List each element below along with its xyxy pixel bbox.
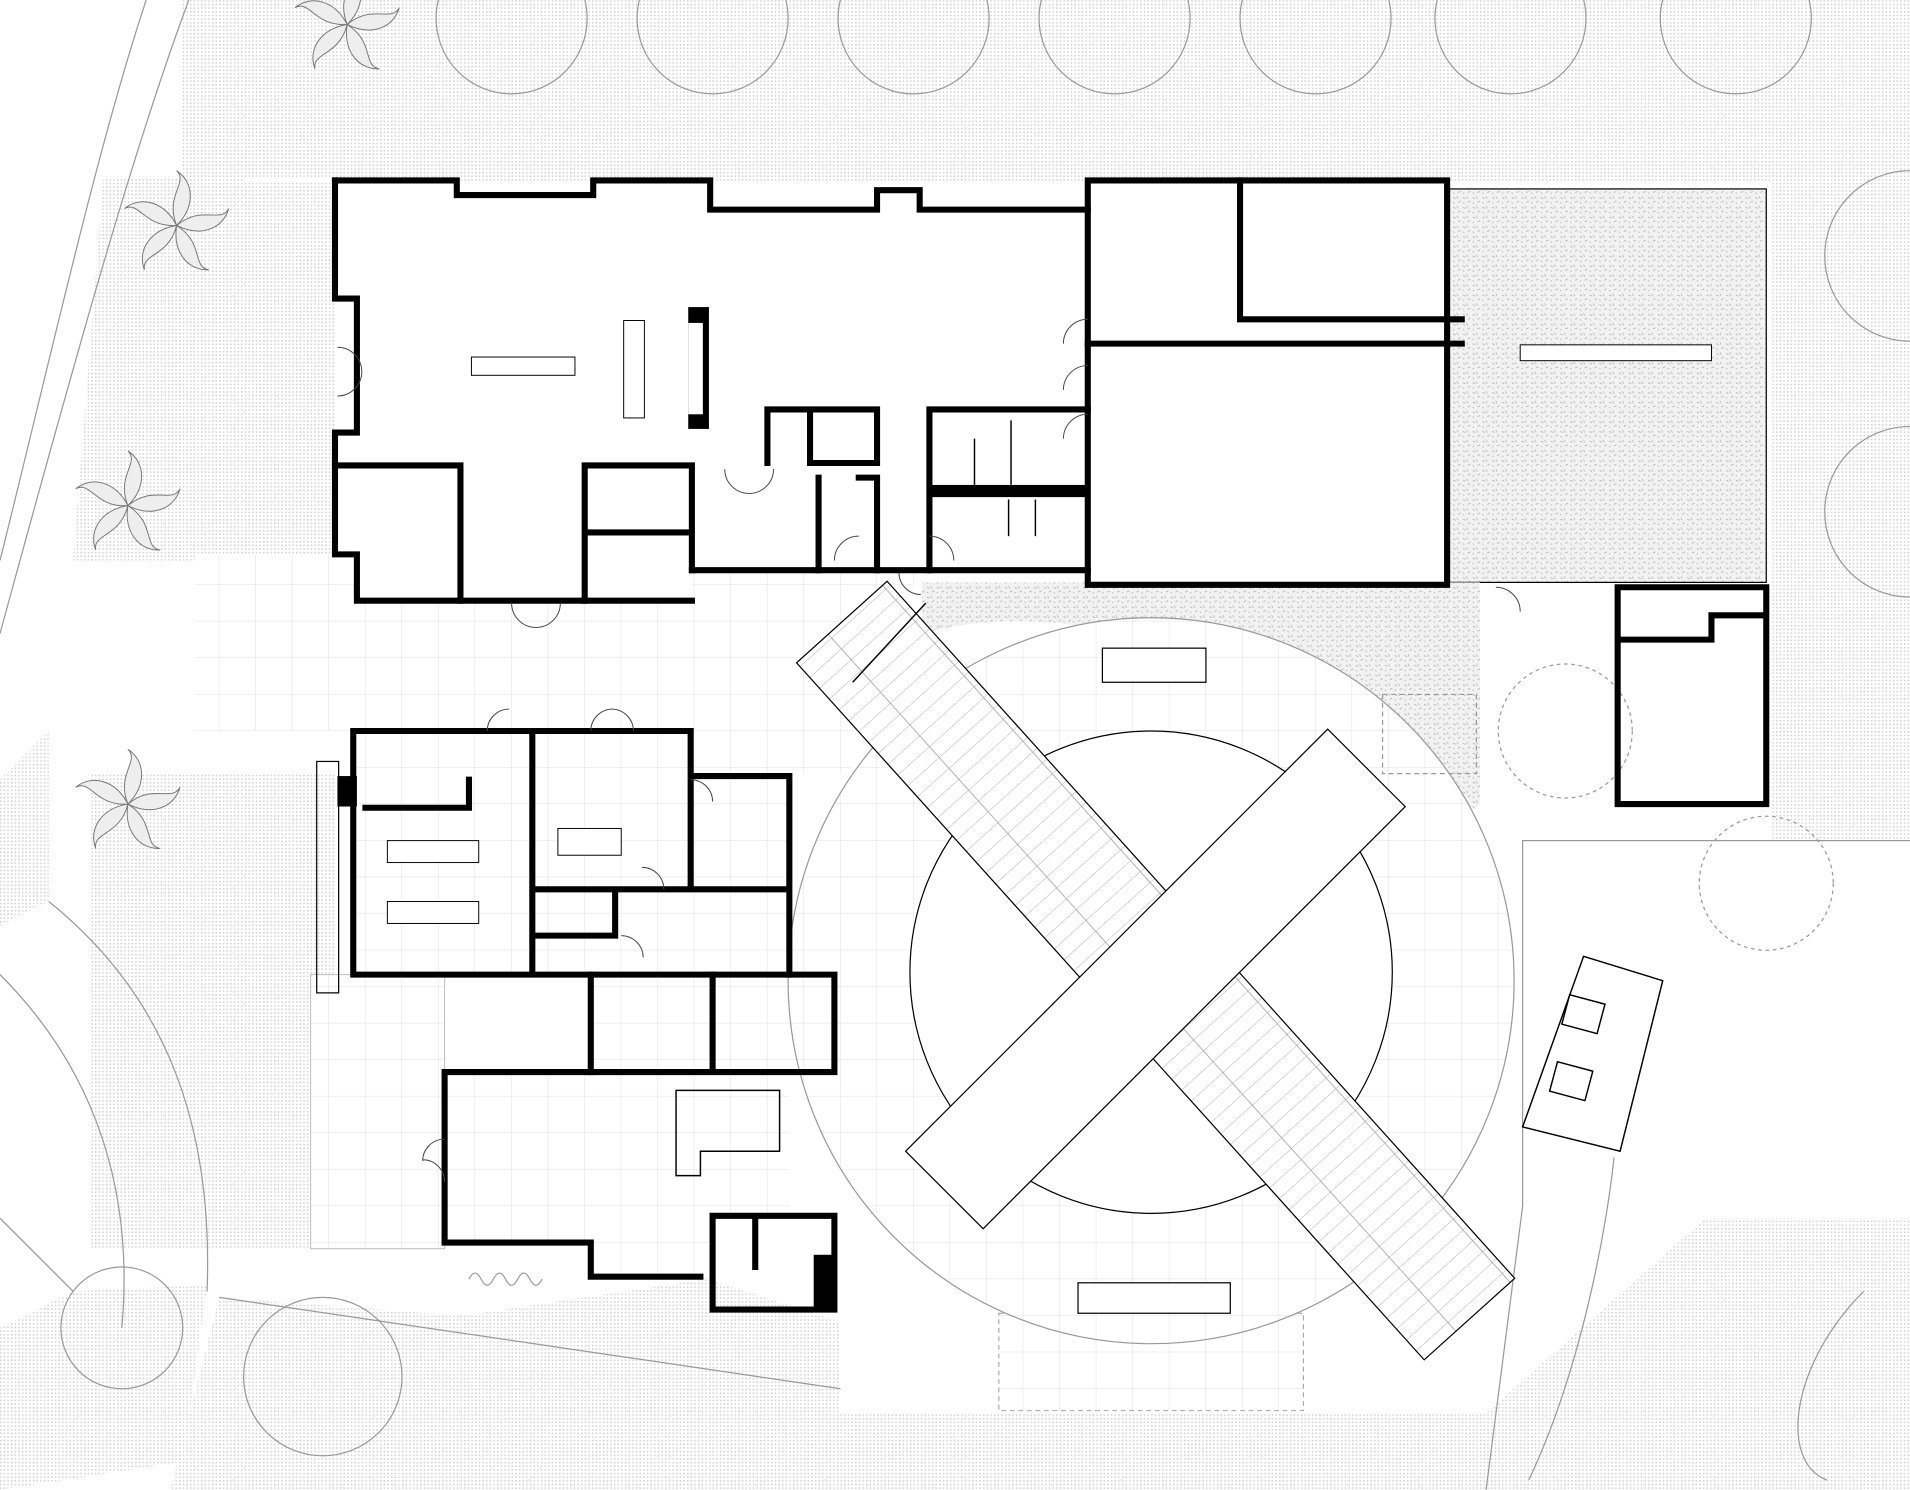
doors <box>337 318 1521 1182</box>
pavilion <box>1521 955 1664 1153</box>
lower-building <box>316 727 838 1313</box>
paving <box>194 554 1304 1412</box>
main-building <box>331 177 1770 808</box>
trees <box>60 0 1910 1457</box>
circular-plaza <box>787 580 1516 1361</box>
